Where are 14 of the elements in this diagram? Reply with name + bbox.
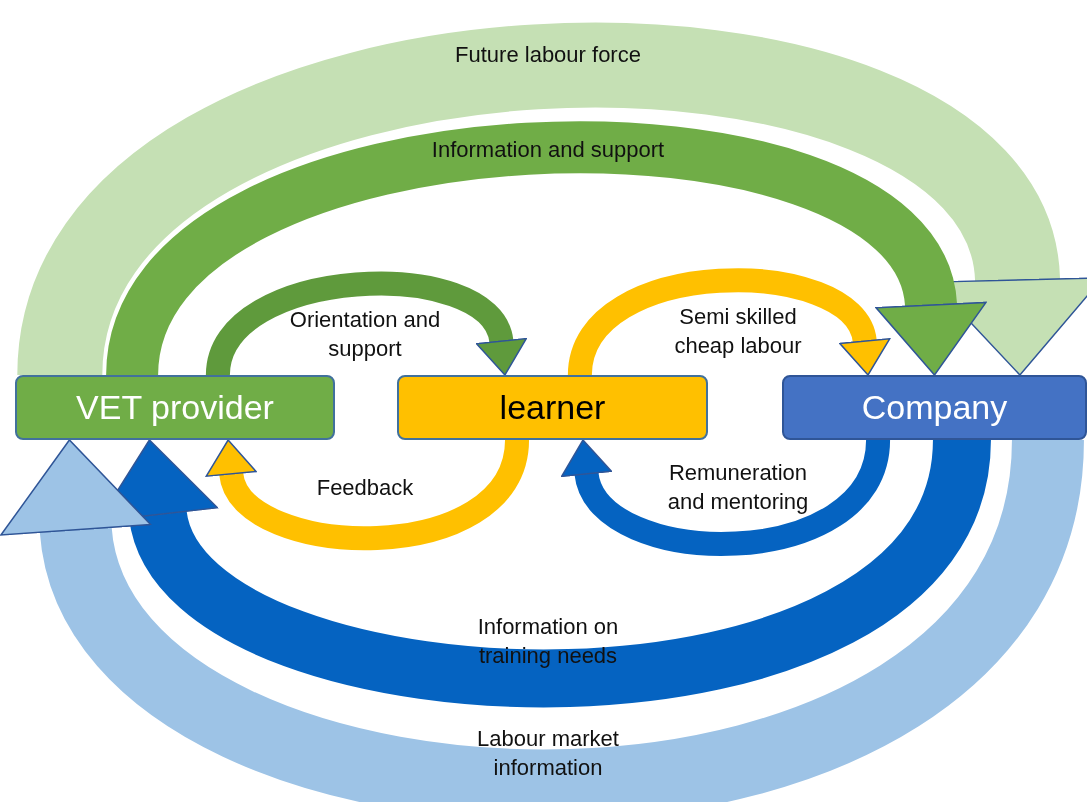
edge-label: Labour market information [476, 725, 620, 782]
rounded-box: learner [397, 375, 708, 440]
edge-label: Future labour force [454, 40, 642, 69]
edge-label: Information and support [430, 135, 666, 164]
curved-arrow [568, 268, 889, 378]
edge-label: Semi skilled cheap labour [673, 303, 803, 360]
edge-label: Orientation and support [288, 306, 442, 363]
edge-label: Feedback [315, 473, 415, 502]
curved-arrow [562, 437, 890, 556]
rounded-box: Company [782, 375, 1087, 440]
rounded-box: VET provider [15, 375, 335, 440]
edge-label: Remuneration and mentoring [666, 459, 810, 516]
curved-arrow [206, 271, 526, 378]
edge-label: Information on training needs [476, 613, 620, 670]
